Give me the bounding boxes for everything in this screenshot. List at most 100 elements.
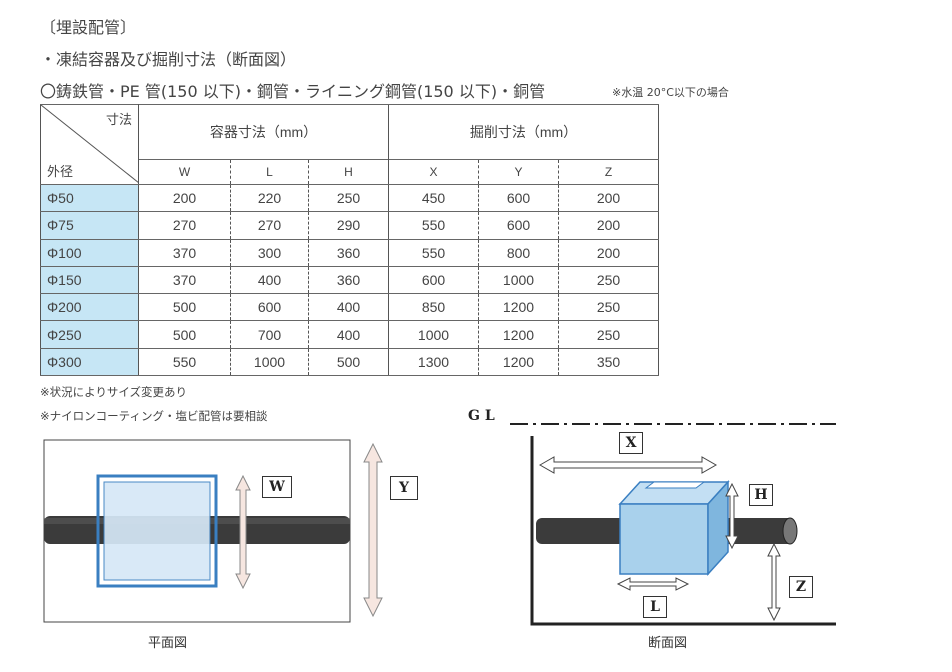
cell-w: 200: [138, 183, 231, 213]
gl-label: G L: [468, 408, 495, 424]
cell-h: 500: [308, 347, 389, 377]
excavation-outline: [530, 436, 836, 626]
corner-diagonal: [41, 105, 139, 183]
cell-h: 290: [308, 211, 389, 240]
row-label: Φ250: [40, 320, 139, 349]
section-heading: 〔埋設配管〕: [40, 18, 137, 37]
table-row: Φ75 270 270 290 550 600 200: [40, 211, 659, 240]
x-label: X: [619, 432, 643, 454]
w-arrow: [235, 474, 251, 590]
section-view-diagram: [510, 423, 836, 626]
l-arrow: [616, 577, 690, 591]
y-label: Y: [390, 476, 418, 500]
subtitle: ・凍結容器及び掘削寸法（断面図）: [40, 50, 297, 69]
corner-bottom-label: 外径: [47, 164, 74, 179]
table-row: Φ100 370 300 360 550 800 200: [40, 238, 659, 267]
cell-w: 370: [138, 265, 231, 295]
pipe-types-line: 〇鋳鉄管・PE 管(150 以下)・鋼管・ライニング鋼管(150 以下)・銅管: [40, 82, 546, 101]
dimension-table: 寸法 外径 容器寸法（mm） 掘削寸法（mm） W L H X Y Z Φ50 …: [40, 104, 659, 377]
cell-y: 1200: [478, 320, 559, 349]
cell-z: 200: [558, 238, 659, 267]
cell-z: 200: [558, 183, 659, 213]
cell-y: 1200: [478, 293, 559, 322]
corner-top-label: 寸法: [105, 112, 132, 127]
row-label: Φ50: [40, 183, 139, 213]
cell-w: 500: [138, 320, 231, 349]
table-row: Φ300 550 1000 500 1300 1200 350: [40, 347, 659, 377]
row-label: Φ100: [40, 238, 139, 267]
column-header-w: W: [138, 159, 231, 185]
cell-l: 220: [230, 183, 309, 213]
cell-y: 1200: [478, 347, 559, 377]
h-label: H: [749, 484, 773, 506]
row-label: Φ200: [40, 293, 139, 322]
cell-x: 450: [388, 183, 479, 213]
cell-l: 300: [230, 238, 309, 267]
cell-z: 350: [558, 347, 659, 377]
cell-z: 250: [558, 265, 659, 295]
z-label: Z: [789, 576, 813, 598]
column-header-x: X: [388, 159, 479, 185]
cell-l: 600: [230, 293, 309, 322]
group-header-container: 容器寸法（mm）: [138, 104, 389, 160]
table-row: Φ150 370 400 360 600 1000 250: [40, 265, 659, 295]
cell-x: 850: [388, 293, 479, 322]
w-label: W: [262, 476, 292, 498]
cell-x: 1000: [388, 320, 479, 349]
cell-y: 600: [478, 211, 559, 240]
cell-l: 700: [230, 320, 309, 349]
container-fill: [103, 481, 211, 581]
section-view-caption: 断面図: [648, 636, 688, 651]
nylon-note: ※ナイロンコーティング・塩ビ配管は要相談: [40, 409, 268, 423]
cell-w: 500: [138, 293, 231, 322]
y-arrow: [363, 442, 383, 618]
container-opening: [644, 481, 706, 489]
cell-z: 250: [558, 320, 659, 349]
cell-y: 1000: [478, 265, 559, 295]
h-arrow: [725, 482, 739, 550]
table-corner-cell: 寸法 外径: [40, 104, 139, 185]
row-label: Φ150: [40, 265, 139, 295]
cell-y: 600: [478, 183, 559, 213]
row-label: Φ75: [40, 211, 139, 240]
column-header-h: H: [308, 159, 389, 185]
cell-l: 400: [230, 265, 309, 295]
x-arrow: [538, 456, 718, 474]
cell-z: 200: [558, 211, 659, 240]
container-front: [619, 503, 709, 575]
l-label: L: [643, 596, 667, 618]
cell-y: 800: [478, 238, 559, 267]
cell-x: 550: [388, 238, 479, 267]
group-header-excavation: 掘削寸法（mm）: [388, 104, 659, 160]
column-header-l: L: [230, 159, 309, 185]
container-side: [707, 480, 729, 576]
column-header-z: Z: [558, 159, 659, 185]
plan-view-diagram: [43, 439, 383, 623]
cell-l: 270: [230, 211, 309, 240]
pipe-end: [782, 517, 798, 545]
cell-z: 250: [558, 293, 659, 322]
cell-w: 370: [138, 238, 231, 267]
cell-h: 360: [308, 265, 389, 295]
cell-w: 550: [138, 347, 231, 377]
cell-h: 400: [308, 320, 389, 349]
cell-x: 1300: [388, 347, 479, 377]
pipe-left: [536, 518, 628, 544]
row-label: Φ300: [40, 347, 139, 377]
cell-h: 360: [308, 238, 389, 267]
z-arrow: [767, 542, 781, 622]
container-outline: [96, 474, 218, 588]
table-row: Φ200 500 600 400 850 1200 250: [40, 293, 659, 322]
table-row: Φ250 500 700 400 1000 1200 250: [40, 320, 659, 349]
table-row: Φ50 200 220 250 450 600 200: [40, 183, 659, 213]
cell-x: 550: [388, 211, 479, 240]
cell-l: 1000: [230, 347, 309, 377]
cell-h: 400: [308, 293, 389, 322]
column-header-y: Y: [478, 159, 559, 185]
cell-w: 270: [138, 211, 231, 240]
size-change-note: ※状況によりサイズ変更あり: [40, 385, 188, 399]
water-temp-note: ※水温 20°C以下の場合: [612, 86, 729, 99]
cell-x: 600: [388, 265, 479, 295]
plan-view-caption: 平面図: [148, 636, 188, 651]
cell-h: 250: [308, 183, 389, 213]
